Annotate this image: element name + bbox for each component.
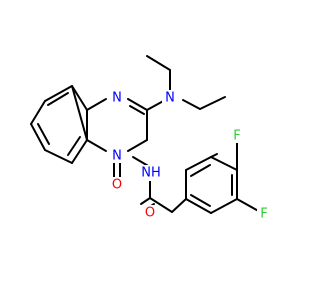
bonds: [30, 55, 263, 214]
atom-n-ring-top: N: [112, 91, 122, 106]
bond: [86, 139, 107, 152]
atom-f-top: F: [233, 129, 240, 144]
bond: [71, 85, 88, 141]
bond: [210, 153, 218, 158]
bond: [71, 85, 88, 111]
bond: [185, 156, 212, 171]
bond: [86, 98, 107, 111]
bond: [149, 197, 173, 213]
bond: [185, 198, 212, 214]
bond: [171, 198, 187, 213]
bond: [190, 164, 211, 177]
bond: [127, 98, 148, 111]
atom-f-bottom: F: [260, 207, 267, 222]
bond: [199, 96, 226, 110]
bond: [47, 92, 69, 106]
bond: [190, 194, 211, 207]
atom-n-amine: N: [165, 91, 175, 106]
atom-o-amide: O: [145, 206, 155, 221]
bond: [146, 55, 171, 71]
bond: [37, 123, 50, 145]
bond: [129, 105, 145, 115]
bond: [210, 198, 238, 214]
bond: [127, 139, 148, 152]
bond: [44, 149, 73, 164]
bond: [30, 123, 46, 151]
atom-n-ring-sub: N: [112, 149, 122, 164]
atom-labels: N N N NH O O F F: [110, 90, 271, 222]
bond: [71, 139, 88, 164]
bond: [30, 100, 46, 125]
atom-nh: NH: [141, 166, 161, 181]
molecule-structure: N N N NH O O F F: [30, 55, 271, 222]
bond: [67, 136, 81, 156]
bond: [44, 85, 73, 102]
bond: [182, 99, 201, 110]
atom-o-ketone: O: [112, 178, 122, 193]
bond: [210, 156, 238, 171]
bond: [140, 197, 151, 205]
